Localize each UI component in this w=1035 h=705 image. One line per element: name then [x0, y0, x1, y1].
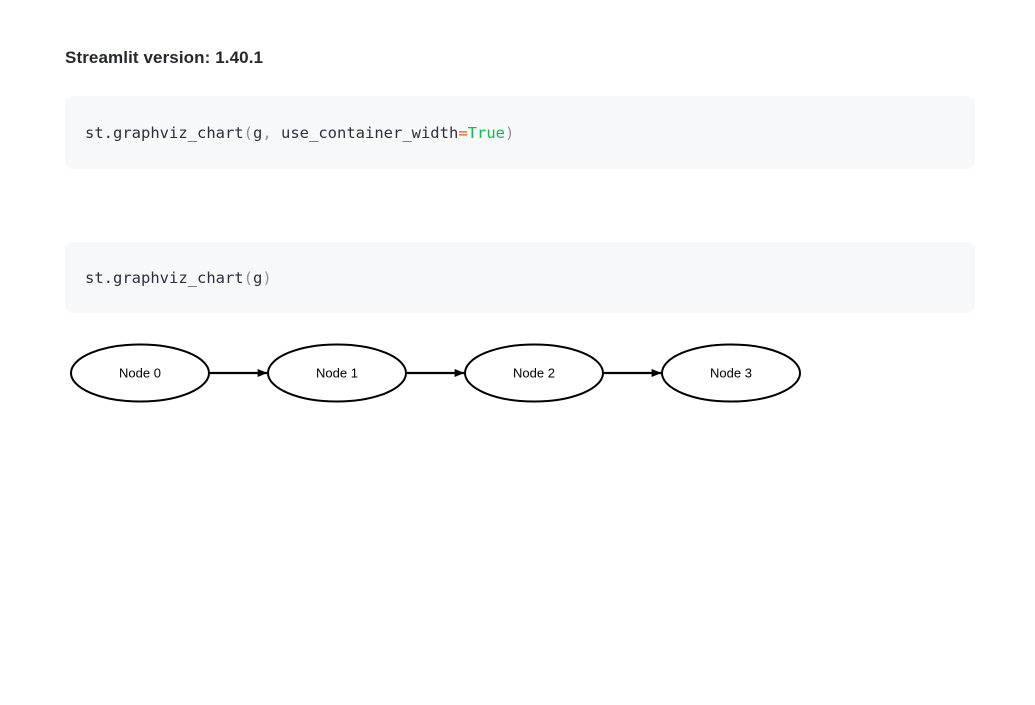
graph-node-label: Node 3 [710, 365, 752, 380]
code-block-graphviz-container-width: st.graphviz_chart(g, use_container_width… [65, 96, 975, 169]
graph-node-ellipse [70, 343, 210, 403]
graph-node-ellipse [464, 343, 604, 403]
graph-node-label: Node 2 [513, 365, 555, 380]
code-line: st.graphviz_chart(g) [85, 268, 272, 288]
code-token-bool: True [467, 123, 505, 142]
code-line: st.graphviz_chart(g, use_container_width… [85, 123, 514, 143]
graph-node-label: Node 0 [119, 365, 161, 380]
graphviz-chart: Node 0 Node 1 Node 2 Node 3 [60, 330, 820, 415]
code-token-punct: ) [504, 123, 515, 142]
code-token-plain: use_container_width [281, 123, 459, 142]
page-title: Streamlit version: 1.40.1 [65, 48, 264, 67]
code-token-punct: ) [262, 268, 272, 287]
graphviz-svg: Node 0 Node 1 Node 2 Node 3 [70, 343, 801, 403]
graph-node: Node 1 [267, 343, 407, 403]
code-token-op: = [458, 123, 468, 142]
code-token-plain: g [252, 123, 263, 142]
code-token-punct: ( [243, 123, 253, 142]
code-token-punct: ( [243, 268, 253, 287]
graph-node-ellipse [267, 343, 407, 403]
graph-node: Node 2 [464, 343, 604, 403]
graph-node: Node 3 [661, 343, 801, 403]
code-token-plain: g [252, 268, 263, 287]
code-token-plain: st.graphviz_chart [85, 123, 244, 142]
graph-node: Node 0 [70, 343, 210, 403]
graph-node-ellipse [661, 343, 801, 403]
graph-nodes: Node 0 Node 1 Node 2 Node 3 [70, 343, 801, 403]
code-block-graphviz-default: st.graphviz_chart(g) [65, 242, 975, 313]
code-token-plain: st.graphviz_chart [85, 268, 244, 287]
graph-node-label: Node 1 [316, 365, 358, 380]
code-token-punct: , [262, 123, 281, 142]
